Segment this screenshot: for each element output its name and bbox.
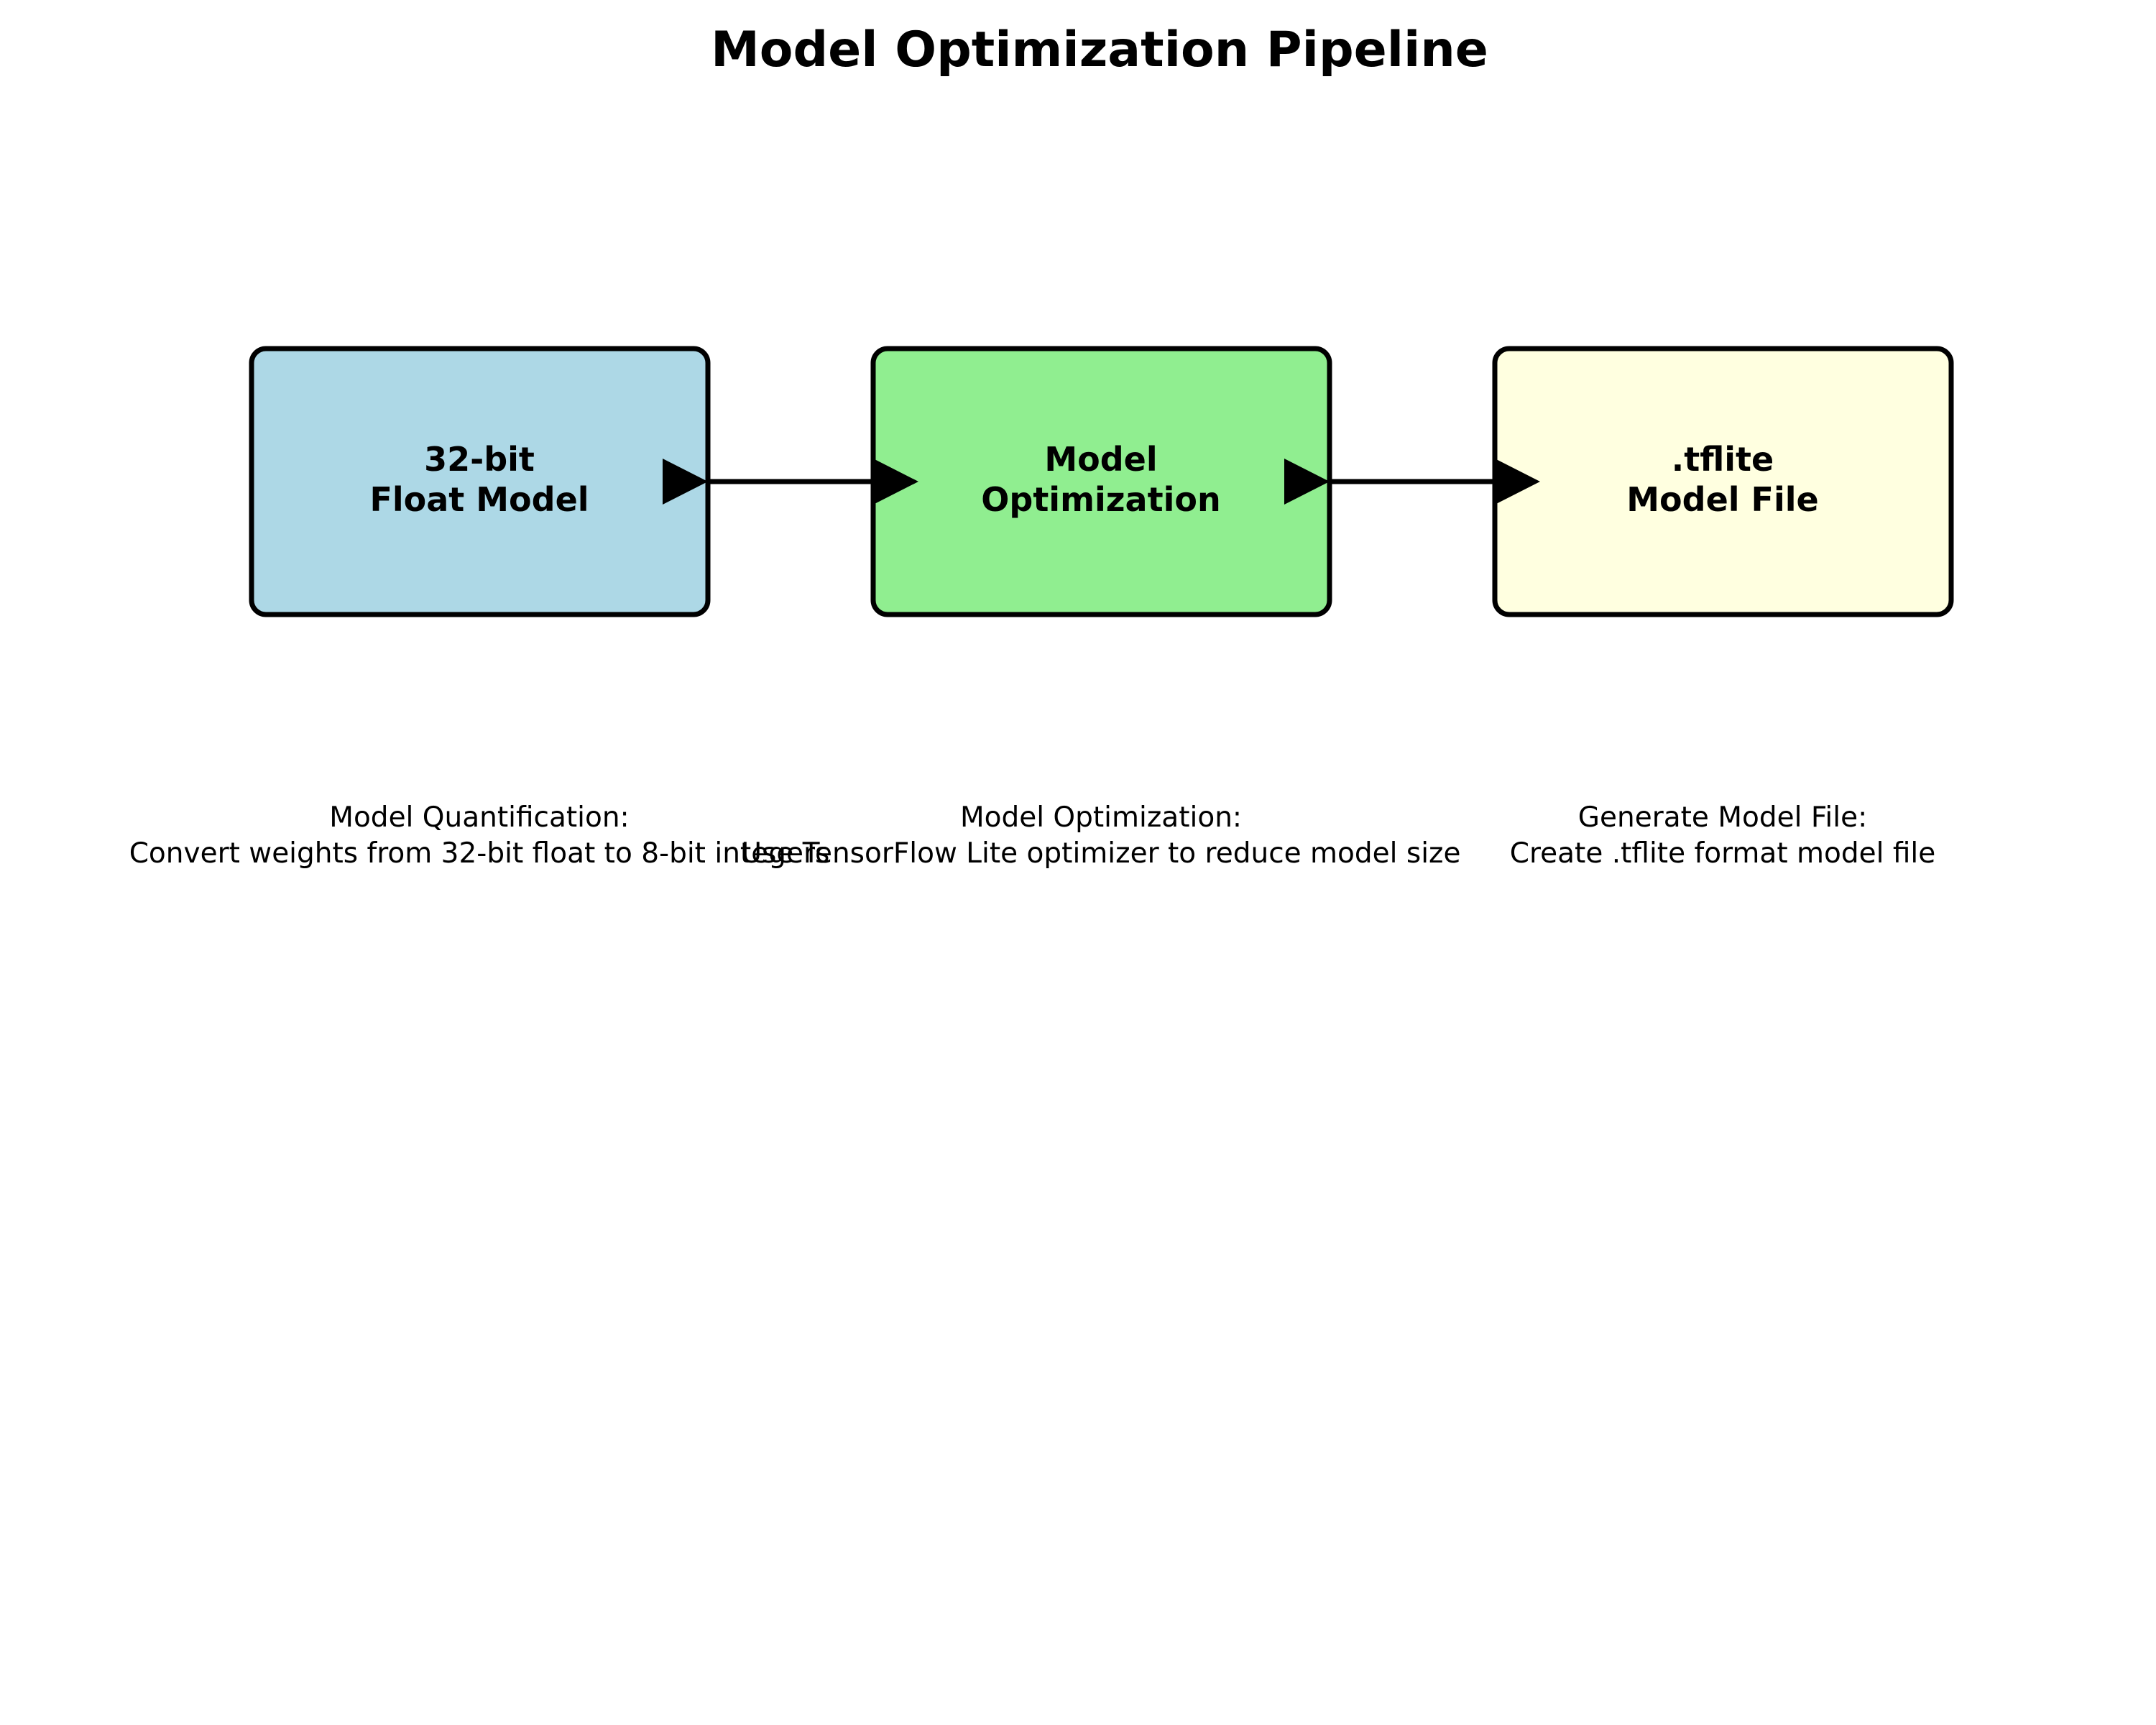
arrow-float-to-optimization (663, 459, 918, 505)
description-quantification: Model Quantification: Convert weights fr… (129, 801, 830, 870)
description-generate-file: Generate Model File: Create .tflite form… (1510, 801, 1936, 870)
description-generate-file-heading: Generate Model File: (1578, 801, 1867, 834)
stage-float-model: 32-bit Float Model (249, 346, 711, 617)
stage-tflite-file-label-line2: Model File (1626, 480, 1818, 519)
stage-float-model-label-line1: 32-bit (424, 440, 535, 479)
arrow-optimization-to-tflite-tail-head (1284, 459, 1330, 505)
arrow-optimization-to-tflite (1284, 459, 1540, 505)
stage-model-optimization: Model Optimization (870, 346, 1332, 617)
stage-model-optimization-label-line2: Optimization (981, 480, 1220, 519)
stage-float-model-label-line2: Float Model (369, 480, 589, 519)
description-quantification-detail: Convert weights from 32-bit float to 8-b… (129, 837, 830, 870)
stage-tflite-file: .tflite Model File (1492, 346, 1954, 617)
arrow-float-to-optimization-tail-head (663, 459, 708, 505)
description-optimization: Model Optimization: Use TensorFlow Lite … (742, 801, 1461, 870)
diagram-title: Model Optimization Pipeline (711, 22, 1488, 78)
arrow-optimization-to-tflite-head (1495, 459, 1540, 505)
description-optimization-detail: Use TensorFlow Lite optimizer to reduce … (742, 837, 1461, 870)
description-quantification-heading: Model Quantification: (329, 801, 629, 834)
stage-tflite-file-label-line1: .tflite (1672, 440, 1774, 479)
arrow-float-to-optimization-head (873, 459, 918, 505)
stage-model-optimization-label-line1: Model (1044, 440, 1157, 479)
description-optimization-heading: Model Optimization: (960, 801, 1242, 834)
description-generate-file-detail: Create .tflite format model file (1510, 837, 1936, 870)
